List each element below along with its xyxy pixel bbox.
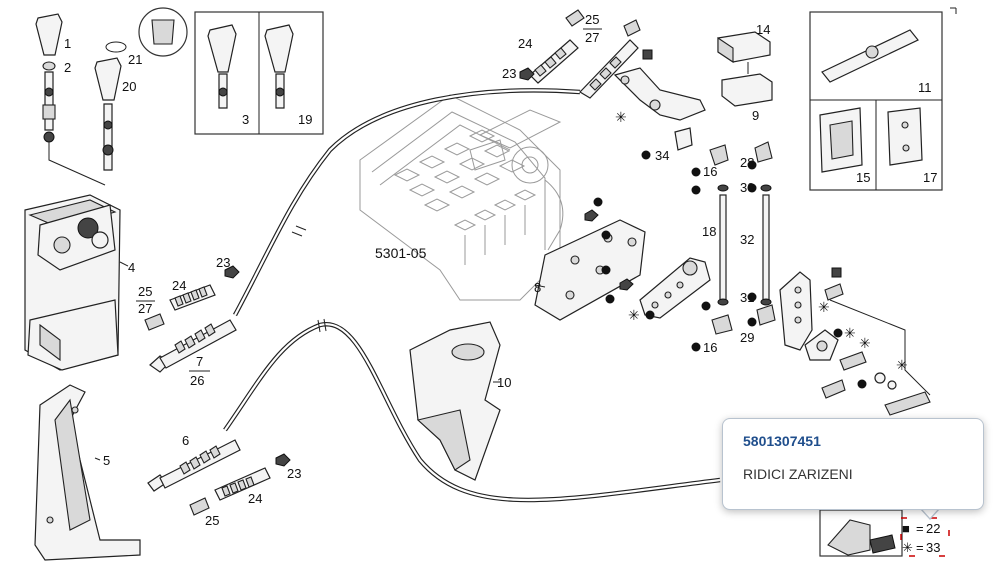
gear-knob-assembly	[35, 7, 188, 186]
callout-28: 28	[740, 155, 754, 170]
lever-bracket-9-14	[613, 31, 773, 151]
tooltip-pointer-fill	[921, 508, 939, 518]
console-10	[409, 321, 501, 481]
callout-24a: 24	[518, 36, 532, 51]
callout-16b: 16	[703, 340, 717, 355]
asterisk-marker: ✳	[844, 326, 856, 342]
callout-16a: 16	[703, 164, 717, 179]
callout-27a: 27	[585, 30, 599, 45]
linkage-assembly	[584, 141, 776, 335]
shift-tower	[24, 194, 129, 371]
legend: ■ = 22 ✳ = 33	[900, 517, 950, 557]
callout-23c: 23	[287, 466, 301, 481]
legend-equals-2: =	[916, 540, 924, 555]
selector-plate	[779, 267, 931, 416]
upper-cable	[233, 88, 581, 317]
legend-square-code: 22	[926, 521, 940, 536]
callout-6: 6	[182, 433, 189, 448]
callout-14: 14	[756, 22, 770, 37]
asterisk-marker: ✳	[628, 308, 640, 324]
callout-10: 10	[497, 375, 511, 390]
callout-34: 34	[655, 148, 669, 163]
left-cable-end-upper	[144, 265, 240, 373]
callout-1: 1	[64, 36, 71, 51]
callout-23a: 23	[502, 66, 516, 81]
callout-25b: 25	[138, 284, 152, 299]
lower-cable	[223, 318, 721, 503]
callout-7: 7	[196, 354, 203, 369]
center-label: 5301-05	[375, 245, 427, 261]
callout-29: 29	[740, 330, 754, 345]
callout-21: 21	[128, 52, 142, 67]
callout-18: 18	[702, 224, 716, 239]
callout-11: 11	[918, 80, 932, 95]
asterisk-marker: ✳	[818, 300, 830, 316]
callout-32: 32	[740, 232, 754, 247]
part-tooltip[interactable]: 5801307451 RIDICI ZARIZENI	[722, 418, 984, 510]
legend-asterisk-symbol: ✳	[902, 540, 913, 555]
callout-24b: 24	[172, 278, 186, 293]
tooltip-description: RIDICI ZARIZENI	[743, 466, 853, 482]
legend-square-symbol: ■	[902, 521, 910, 536]
top-cable-ends	[519, 9, 653, 99]
tooltip-part-number[interactable]: 5801307451	[743, 433, 821, 449]
callout-27b: 27	[138, 301, 152, 316]
callout-9: 9	[752, 108, 759, 123]
knob-box	[194, 11, 324, 135]
callout-25a: 25	[585, 12, 599, 27]
callout-labels: 1 2 3 4 5 6 7 26 8 9 10 11 14 15 16 16 1…	[64, 12, 937, 528]
callout-31: 31	[740, 290, 754, 305]
callout-4: 4	[128, 260, 135, 275]
asterisk-marker: ✳	[615, 110, 627, 126]
left-cable-end-lower	[147, 439, 291, 516]
callout-19: 19	[298, 112, 312, 127]
gearbox-grid	[393, 129, 537, 265]
callout-24c: 24	[248, 491, 262, 506]
callout-15: 15	[856, 170, 870, 185]
callout-8: 8	[534, 280, 541, 295]
asterisk-marker: ✳	[896, 358, 908, 374]
legend-asterisk-code: 33	[926, 540, 940, 555]
callout-25c: 25	[205, 513, 219, 528]
callout-2: 2	[64, 60, 71, 75]
gearbox-outline	[359, 94, 564, 301]
callout-5: 5	[103, 453, 110, 468]
callout-20: 20	[122, 79, 136, 94]
callout-17: 17	[923, 170, 937, 185]
mount-bracket	[34, 384, 141, 561]
callout-26: 26	[190, 373, 204, 388]
legend-equals-1: =	[916, 521, 924, 536]
callout-3: 3	[242, 112, 249, 127]
parts-box-right	[809, 11, 943, 191]
callout-23b: 23	[216, 255, 230, 270]
asterisk-markers: ✳ ✳ ✳ ✳ ✳ ✳	[615, 110, 908, 374]
plate-8	[534, 219, 646, 321]
callout-30: 30	[740, 180, 754, 195]
vehicle-locator-icon	[819, 509, 903, 557]
asterisk-marker: ✳	[859, 336, 871, 352]
callout-markers	[593, 150, 867, 389]
